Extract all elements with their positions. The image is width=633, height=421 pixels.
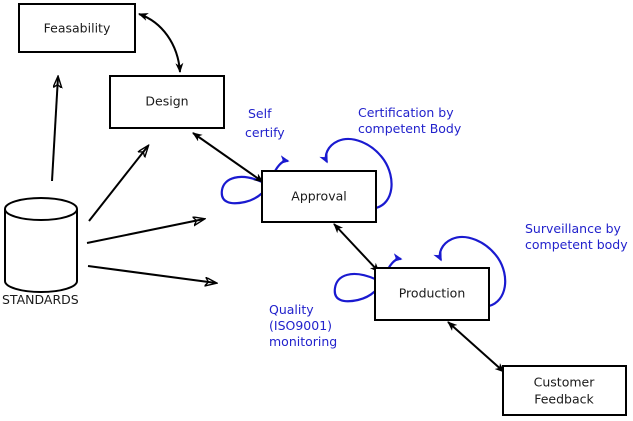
edge-approval-production — [333, 223, 380, 273]
loop-surveillance — [433, 235, 507, 308]
edge-production-customer-feedback — [447, 321, 505, 373]
edge-design-approval — [192, 132, 264, 183]
annotation-self-certify-line1: Self — [248, 106, 272, 121]
node-approval[interactable]: Approval — [261, 170, 377, 223]
edge-standards-feasability — [51, 77, 58, 182]
node-approval-label: Approval — [291, 189, 346, 204]
edge-feasability-design — [138, 13, 184, 73]
node-production-label: Production — [399, 286, 466, 301]
node-customer-feedback[interactable]: Customer Feedback — [502, 365, 627, 416]
node-design-label: Design — [145, 94, 188, 109]
annotation-quality-iso9001-monitoring: Quality (ISO9001) monitoring — [269, 302, 337, 349]
annotation-surveillance-line2: competent body — [525, 237, 628, 252]
annotation-quality-line3: monitoring — [269, 334, 337, 349]
edge-standards-approval — [86, 219, 204, 244]
annotation-certification-line1: Certification by — [358, 105, 454, 120]
node-standards[interactable]: STANDARDS — [2, 197, 79, 307]
annotation-quality-line2: (ISO9001) — [269, 318, 332, 333]
node-production[interactable]: Production — [374, 267, 490, 321]
node-customer-feedback-label-line2: Feedback — [534, 392, 594, 407]
edge-standards-production — [87, 265, 216, 283]
node-standards-label: STANDARDS — [2, 292, 79, 307]
annotation-certification-by-competent-body: Certification by competent Body — [358, 105, 462, 136]
annotation-self-certify: Self certify — [245, 106, 285, 140]
annotation-quality-line1: Quality — [269, 302, 314, 317]
node-customer-feedback-label-line1: Customer — [534, 375, 596, 390]
edge-standards-design — [88, 146, 148, 222]
annotation-surveillance-by-competent-body: Surveillance by competent body — [525, 221, 628, 252]
node-feasability-label: Feasability — [44, 21, 111, 36]
node-design[interactable]: Design — [109, 75, 225, 129]
loop-certification — [319, 137, 393, 210]
node-feasability[interactable]: Feasability — [18, 3, 136, 53]
annotation-certification-line2: competent Body — [358, 121, 462, 136]
annotation-surveillance-line1: Surveillance by — [525, 221, 622, 236]
annotation-self-certify-line2: certify — [245, 125, 285, 140]
